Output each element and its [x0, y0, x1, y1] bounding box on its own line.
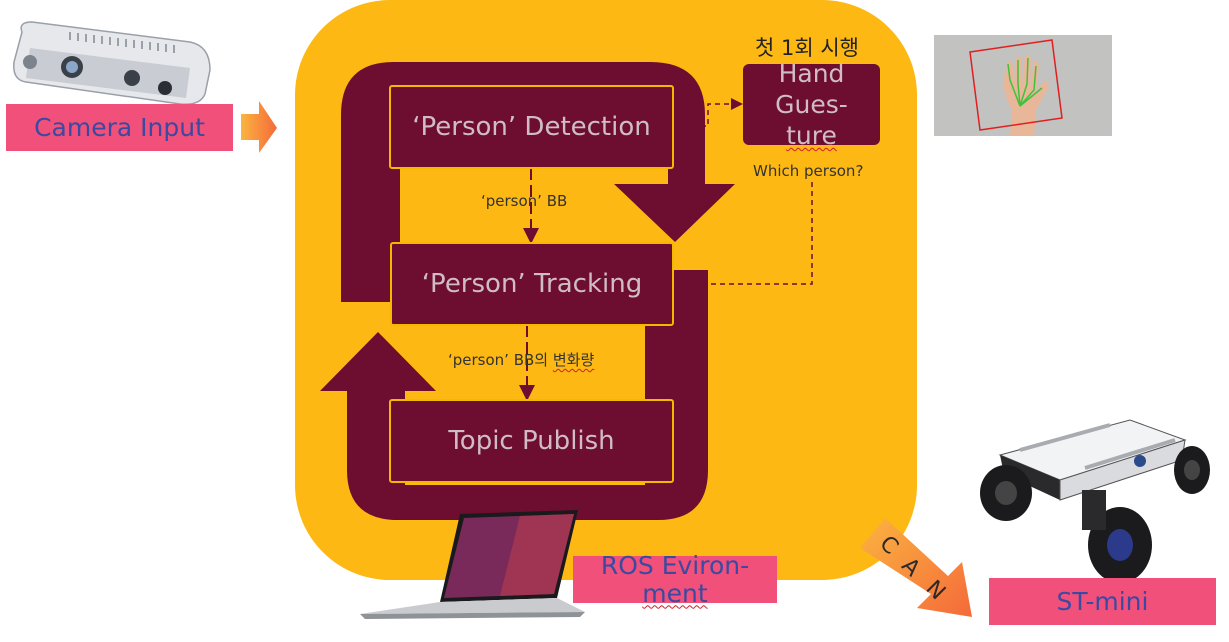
hand-to-tracking-edge — [674, 182, 813, 285]
hand-gesture-line2: Gues- — [775, 90, 848, 119]
person-bb-change-suffix: 변화량 — [552, 351, 595, 369]
ros-environment-label: ROS Eviron- ment — [573, 551, 777, 607]
person-bb-change-prefix: ‘person’ BB의 — [448, 351, 553, 369]
camera-arrow — [241, 101, 277, 153]
ros-environment-line2: ment — [642, 578, 708, 608]
camera-input-label: Camera Input — [6, 104, 233, 151]
camera-input-text: Camera Input — [34, 113, 205, 142]
hand-gesture-block: Hand Gues- ture — [743, 59, 880, 150]
hand-gesture-line1: Hand — [778, 59, 845, 88]
person-detection-block: ‘Person’ Detection — [389, 85, 674, 169]
topic-publish-text: Topic Publish — [448, 426, 615, 456]
first-run-label: 첫 1회 시행 — [755, 36, 859, 60]
person-detection-text: ‘Person’ Detection — [412, 112, 651, 142]
st-mini-robot-image — [980, 419, 1210, 583]
laptop-image — [360, 510, 585, 619]
person-tracking-block: ‘Person’ Tracking — [390, 242, 674, 326]
person-tracking-text: ‘Person’ Tracking — [421, 269, 643, 299]
hand-photo-image — [934, 35, 1112, 136]
st-mini-label: ST-mini — [989, 578, 1216, 625]
hand-gesture-line3: ture — [786, 121, 837, 150]
detection-to-hand-edge — [674, 98, 743, 127]
loop-up-arrowhead — [320, 332, 436, 391]
loop-down-arrowhead — [614, 184, 735, 242]
realsense-camera-image — [13, 21, 211, 106]
st-mini-text: ST-mini — [1056, 587, 1149, 616]
topic-publish-block: Topic Publish — [389, 399, 674, 483]
ros-environment-line1: ROS Eviron- — [600, 550, 750, 580]
person-bb-label: ‘person’ BB — [481, 192, 568, 210]
person-bb-change-label: ‘person’ BB의 변화량 — [448, 349, 594, 370]
can-arrow — [860, 518, 972, 617]
which-person-label: Which person? — [753, 162, 864, 180]
